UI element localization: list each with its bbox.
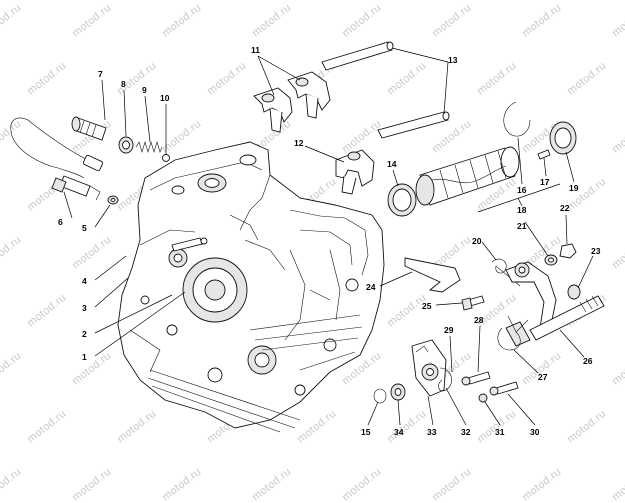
callout-7: 7 (98, 69, 103, 79)
drum-bearing-right (549, 121, 577, 155)
callout-28: 28 (474, 315, 484, 325)
callout-6: 6 (58, 217, 63, 227)
detent-spring (135, 140, 163, 154)
drum-pin (537, 149, 551, 160)
pivot-bolt-b (489, 381, 519, 396)
fork-rod-lower (377, 111, 450, 139)
callout-16: 16 (517, 185, 527, 195)
shift-fork-center (335, 149, 375, 195)
detent-ball (162, 154, 170, 162)
callout-29: 29 (444, 325, 454, 335)
watermark-text: motod.ru (430, 465, 474, 503)
callout-5: 5 (82, 223, 87, 233)
return-spring (497, 315, 529, 351)
detent-washer (118, 136, 134, 154)
callout-4: 4 (82, 276, 87, 286)
drum-circlip (503, 101, 531, 137)
sensor-washer (107, 195, 119, 205)
fork-rod-upper (321, 41, 394, 71)
callout-3: 3 (82, 303, 87, 313)
callout-18: 18 (517, 205, 527, 215)
stopper-screw (461, 295, 485, 311)
arm-washer (544, 254, 558, 266)
selector-arm (505, 261, 557, 331)
leader-lines (63, 47, 594, 426)
callout-11: 11 (251, 45, 260, 55)
callout-22: 22 (560, 203, 570, 213)
watermark-text: motod.ru (250, 465, 294, 503)
crankcase-half (117, 141, 385, 433)
circlip-small (373, 388, 387, 404)
callout-26: 26 (583, 356, 593, 366)
callout-9: 9 (142, 85, 147, 95)
callout-24: 24 (366, 282, 376, 292)
callout-32: 32 (461, 427, 471, 437)
callout-8: 8 (121, 79, 126, 89)
watermark-text: motod.ru (340, 465, 384, 503)
callout-23: 23 (591, 246, 601, 256)
callout-2: 2 (82, 329, 87, 339)
watermark-text: motod.ru (520, 465, 564, 503)
drum-bearing (387, 183, 417, 217)
callout-21: 21 (517, 221, 527, 231)
callout-19: 19 (569, 183, 579, 193)
selector-drum (415, 146, 520, 206)
shift-fork-left (253, 87, 293, 133)
callout-31: 31 (495, 427, 505, 437)
watermark-text: motod.ru (0, 465, 24, 503)
shift-lever-plate (404, 257, 461, 293)
pivot-bolt-a (461, 371, 491, 386)
callout-1: 1 (82, 352, 87, 362)
callout-labels: 1 2 3 4 5 6 7 8 9 10 11 12 13 14 15 16 1… (58, 45, 601, 437)
callout-12: 12 (294, 138, 304, 148)
callout-17: 17 (540, 177, 550, 187)
arm-nut (559, 243, 577, 259)
callout-33: 33 (427, 427, 437, 437)
callout-20: 20 (472, 236, 482, 246)
callout-10: 10 (160, 93, 170, 103)
shaft-seal (567, 284, 581, 300)
callout-14: 14 (387, 159, 397, 169)
watermark-text: motod.ru (160, 465, 204, 503)
washer-31 (478, 393, 488, 403)
washer-lower (390, 383, 406, 401)
neutral-sensor-cable (10, 117, 104, 179)
shift-spring-a (491, 258, 521, 287)
callout-30: 30 (530, 427, 540, 437)
callout-27: 27 (538, 372, 548, 382)
callout-15: 15 (361, 427, 371, 437)
detent-plug (71, 116, 107, 141)
callout-13: 13 (448, 55, 458, 65)
case-stud (171, 237, 208, 252)
watermark-text: motod.ru (70, 465, 114, 503)
watermark-text: motod.ru (610, 465, 625, 503)
index-lever (411, 339, 447, 397)
callout-25: 25 (422, 301, 432, 311)
neutral-sensor (51, 175, 101, 201)
shift-fork-right (287, 71, 331, 119)
diagram-canvas: 1 2 3 4 5 6 7 8 9 10 11 12 13 14 15 16 1… (10, 41, 605, 437)
callout-34: 34 (394, 427, 404, 437)
